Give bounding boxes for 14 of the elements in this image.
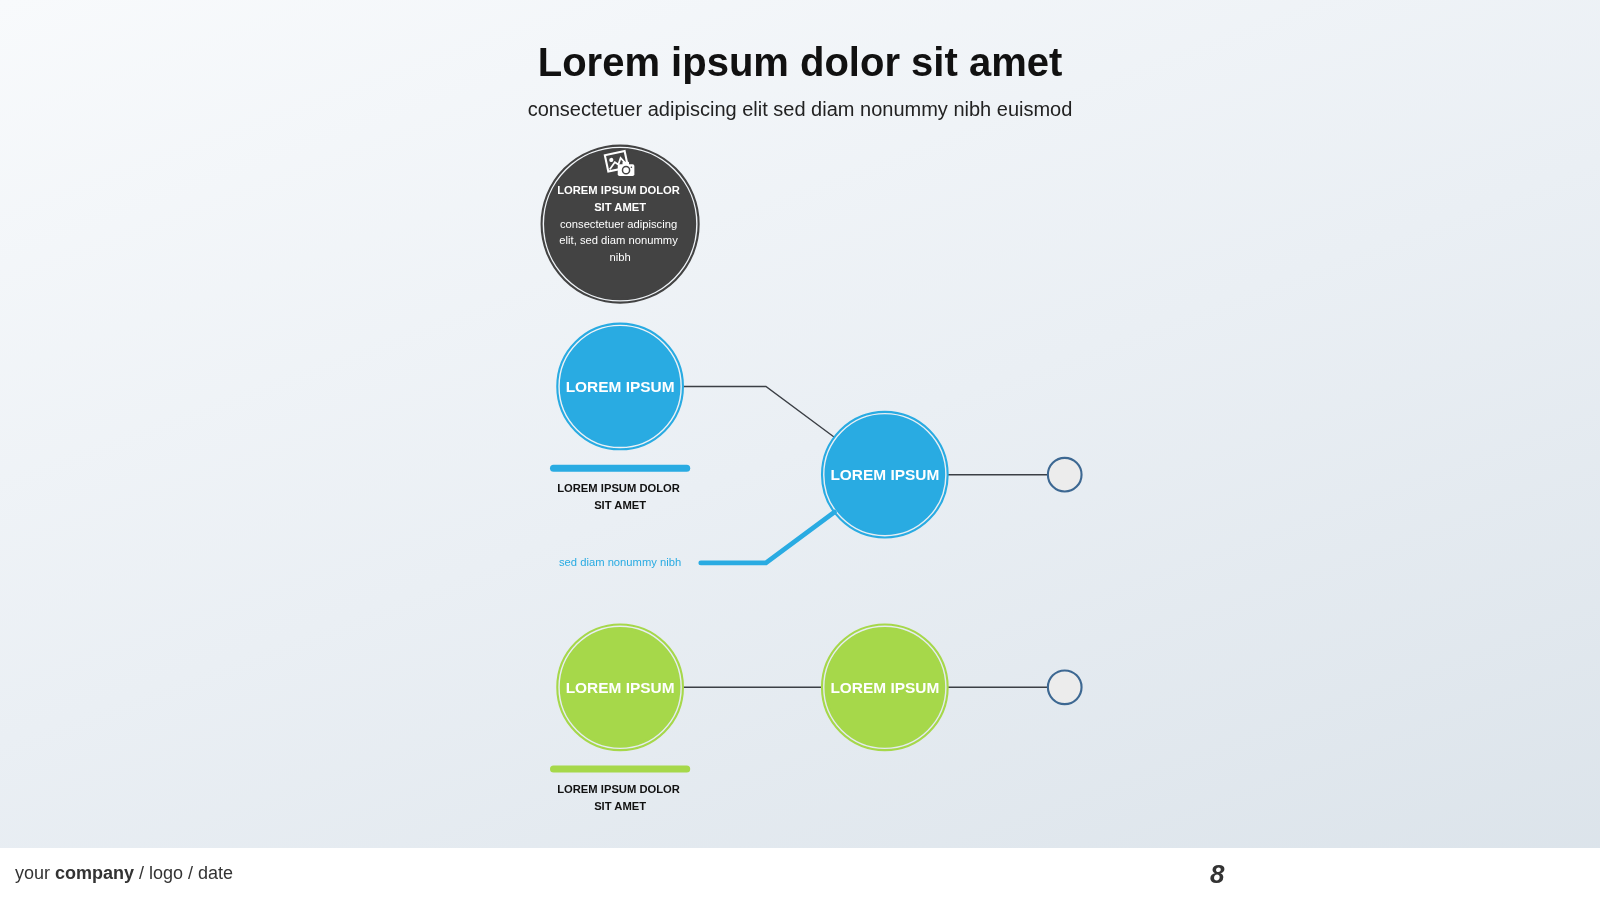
node-text: sed diam nonummy nibh <box>559 556 682 569</box>
page-number: 8 <box>1210 859 1225 890</box>
title: Lorem ipsum dolor sit amet <box>537 40 1063 85</box>
footer-text: your company / logo / date <box>15 863 234 884</box>
node-circle <box>1046 669 1083 706</box>
node-label: LOREM IPSUM DOLOR SIT AMET <box>557 783 680 812</box>
connector <box>698 509 837 566</box>
connector <box>946 686 1049 688</box>
connector <box>682 686 823 688</box>
connector <box>682 385 836 438</box>
subtitle: consectetuer adipiscing elit sed diam nonummy nibh euismod <box>527 98 1073 121</box>
connector <box>946 474 1049 476</box>
node-circle <box>1046 456 1083 493</box>
node-label: LOREM IPSUM DOLOR SIT AMET <box>557 482 680 511</box>
